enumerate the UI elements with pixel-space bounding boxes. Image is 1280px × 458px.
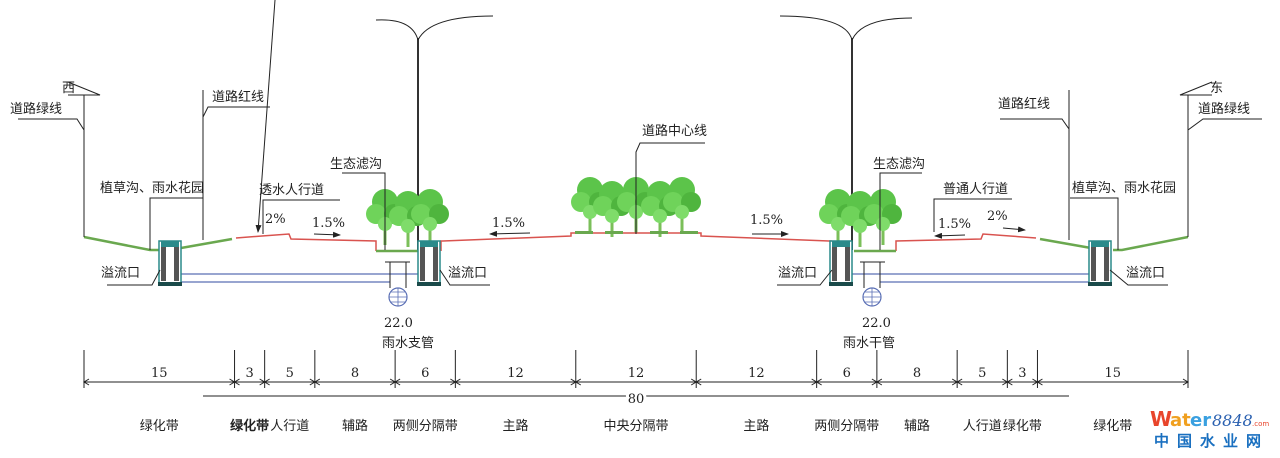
overflow-inlet-icon bbox=[828, 240, 854, 287]
total-width: 80 bbox=[628, 392, 645, 407]
segment-label: 主路 bbox=[503, 418, 529, 434]
road-surface bbox=[636, 232, 832, 251]
label-west: 西 bbox=[62, 81, 75, 96]
pipe-name-west: 雨水支管 bbox=[382, 336, 434, 351]
dimension-value: 3 bbox=[245, 366, 253, 381]
segment-label: 中央分隔带 bbox=[603, 419, 668, 434]
median-grass bbox=[605, 231, 623, 234]
label-permeable-walk: 透水人行道 bbox=[259, 183, 324, 198]
overflow-inlet-icon bbox=[416, 240, 442, 287]
pipe-size-east: 22.0 bbox=[862, 316, 891, 331]
dimension-value: 5 bbox=[978, 366, 986, 381]
svg-text:at: at bbox=[1170, 410, 1191, 431]
dimension-value: 12 bbox=[628, 366, 645, 381]
road-surface bbox=[895, 233, 1037, 251]
label-bio-east: 生态滤沟 bbox=[873, 157, 925, 172]
segment-label: 辅路 bbox=[342, 418, 368, 434]
svg-text:中国水业网: 中国水业网 bbox=[1154, 432, 1269, 450]
svg-text:8848: 8848 bbox=[1212, 411, 1253, 430]
overflow-inlet-icon bbox=[157, 240, 183, 287]
dimension-value: 12 bbox=[507, 366, 524, 381]
median-grass bbox=[680, 231, 698, 234]
label-east: 东 bbox=[1210, 81, 1223, 96]
label-overflow: 溢流口 bbox=[101, 266, 140, 281]
segment-label: 绿化带 bbox=[230, 418, 269, 434]
dimension-value: 5 bbox=[286, 366, 294, 381]
pipes-east bbox=[852, 261, 1092, 307]
label-red-line-east: 道路红线 bbox=[998, 96, 1050, 112]
segment-label: 绿化带 bbox=[140, 419, 179, 434]
label-swale-east: 植草沟、雨水花园 bbox=[1072, 180, 1176, 196]
green-belt-surface bbox=[180, 237, 233, 250]
segment-label: 人行道 bbox=[963, 419, 1002, 434]
label-green-line-west: 道路绿线 bbox=[10, 101, 62, 117]
label-overflow: 溢流口 bbox=[1126, 266, 1165, 281]
dimension-value: 8 bbox=[913, 366, 921, 381]
slope-label: 1.5% bbox=[750, 213, 783, 228]
slope-label: 2% bbox=[987, 209, 1008, 224]
segment-label: 辅路 bbox=[904, 418, 930, 434]
segment-label: 绿化带 bbox=[1093, 419, 1132, 434]
road-surface bbox=[235, 233, 377, 251]
svg-text:er: er bbox=[1190, 410, 1211, 431]
slope-label: 2% bbox=[265, 212, 286, 227]
dimension-value: 15 bbox=[1104, 366, 1121, 381]
dimension-line: 15 绿化带 3 绿化带 5 人行道 8 辅路 6 两侧分隔带 12 主路 12 中央分隔带 12 主路 6 两侧… bbox=[83, 350, 1189, 434]
green-belt-surface bbox=[1113, 235, 1189, 252]
segment-label: 人行道 bbox=[270, 419, 309, 434]
green-belt-surface bbox=[1039, 237, 1092, 250]
median-grass bbox=[575, 231, 593, 234]
trees-west-separator bbox=[366, 189, 449, 247]
watermark-logo: W at er 8848 .com 中国水业网 bbox=[1150, 407, 1269, 450]
dimension-value: 3 bbox=[1018, 366, 1026, 381]
dimension-arrow bbox=[1036, 378, 1189, 386]
median-grass bbox=[650, 231, 668, 234]
label-green-line-east: 道路绿线 bbox=[1198, 101, 1250, 117]
dimension-value: 8 bbox=[351, 366, 359, 381]
label-center-line: 道路中心线 bbox=[642, 123, 707, 139]
dimension-value: 15 bbox=[151, 366, 168, 381]
label-bio-west: 生态滤沟 bbox=[330, 157, 382, 172]
svg-text:W: W bbox=[1150, 407, 1172, 431]
label-overflow: 溢流口 bbox=[778, 266, 817, 281]
trees-east-separator bbox=[819, 189, 902, 247]
label-normal-walk: 普通人行道 bbox=[943, 182, 1008, 197]
dimension-value: 6 bbox=[843, 366, 851, 381]
overflow-inlet-icon bbox=[1087, 240, 1113, 287]
road-surface bbox=[440, 232, 636, 251]
dimension-value: 6 bbox=[421, 366, 429, 381]
slope-label: 1.5% bbox=[312, 216, 345, 231]
segment-label: 两侧分隔带 bbox=[814, 419, 879, 434]
leader-lines bbox=[18, 0, 1262, 286]
road-profile bbox=[83, 231, 1189, 253]
segment-label: 绿化带 bbox=[1003, 419, 1042, 434]
dimension-value: 12 bbox=[748, 366, 765, 381]
pipe-size-west: 22.0 bbox=[384, 316, 413, 331]
slope-label: 1.5% bbox=[492, 216, 525, 231]
slope-label: 1.5% bbox=[938, 217, 971, 232]
label-red-line-west: 道路红线 bbox=[212, 89, 264, 105]
svg-text:.com: .com bbox=[1252, 420, 1269, 428]
pipe-name-east: 雨水干管 bbox=[843, 336, 895, 351]
green-belt-surface bbox=[83, 235, 159, 252]
label-overflow: 溢流口 bbox=[448, 266, 487, 281]
label-swale-west: 植草沟、雨水花园 bbox=[100, 180, 204, 196]
segment-label: 主路 bbox=[743, 418, 769, 434]
segment-label: 两侧分隔带 bbox=[393, 419, 458, 434]
pipes-west bbox=[178, 261, 418, 307]
